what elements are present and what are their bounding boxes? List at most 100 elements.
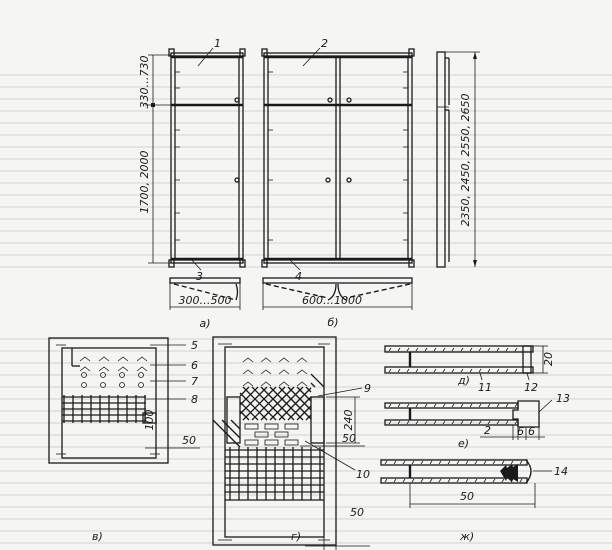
hatch-mark [442,347,446,352]
crosshatch-mark [305,414,312,421]
part-label-1: 1 [214,37,221,50]
hatch-mark [447,478,451,483]
spiral-mark [100,382,106,388]
hatch-mark [501,460,505,465]
part-label-13: 13 [556,392,570,405]
knob-icon [234,177,240,183]
brick-mark [264,439,279,446]
edge-section-zh: 14 50 ж) [380,459,568,543]
hatch-mark [424,403,428,408]
caption-v: в) [92,530,103,543]
caption-g: г) [291,530,301,543]
chevron-mark [260,357,272,363]
hatch-mark [487,368,491,373]
hatch-mark [424,420,428,425]
hatch-mark [469,347,473,352]
caption-e: е) [458,437,469,450]
hatch-mark [478,420,482,425]
crosshatch-mark [242,386,277,421]
crosshatch-mark [239,392,268,421]
part-label-4: 4 [295,270,302,283]
cabinet-single-front: 330…730 1700, 2000 1 3 [138,37,246,283]
dim-e-a: 6 [517,425,524,438]
chevron-mark [79,366,91,372]
brick-mark [284,439,299,446]
hatch-mark [451,347,455,352]
chevron-mark [136,366,148,372]
hatch-mark [505,420,509,425]
dim-lower-height: 1700, 2000 [138,151,151,214]
hatch-mark [388,368,392,373]
brick-mark [264,423,279,430]
hatch-mark [411,460,415,465]
caption-d: д) [457,374,470,387]
chevron-mark [117,366,129,372]
chevron-mark [117,356,129,362]
chevron-mark [136,356,148,362]
caption-zh: ж) [459,530,474,543]
hatch-mark [406,347,410,352]
edge-cap [525,459,532,484]
part-label-10: 10 [356,468,370,481]
chevron-mark [79,356,91,362]
hatch-mark [397,368,401,373]
hatch-mark [514,368,518,373]
hatch-mark [478,368,482,373]
hatch-mark [514,420,518,425]
hatch-mark [469,368,473,373]
hatch-mark [514,347,518,352]
chevron-mark [278,381,290,387]
caption-a: а) [199,317,210,330]
hatch-mark [429,478,433,483]
crosshatch-mark [287,396,312,421]
hatch-mark [384,460,388,465]
hatch-mark [478,403,482,408]
knob-icon [346,177,352,183]
hatch-mark [406,368,410,373]
spiral-mark [119,382,125,388]
part-label-8: 8 [191,393,198,406]
hatch-mark [442,368,446,373]
part-label-5: 5 [191,339,198,352]
chevron-mark [260,369,272,375]
chevron-mark [260,381,272,387]
plan-single-door-swing: 300…500 а) [169,277,241,330]
hatch-mark [442,420,446,425]
crosshatch-mark [287,386,312,411]
part-label-14: 14 [554,465,568,478]
hatch-mark [483,478,487,483]
chevron-mark [242,357,254,363]
hatch-mark [496,347,500,352]
hatch-mark [402,460,406,465]
hatch-mark [438,478,442,483]
hatch-mark [393,460,397,465]
hatch-mark [505,347,509,352]
knob-icon [346,97,352,103]
crosshatch-mark [310,382,316,388]
brick-mark [244,439,259,446]
chevron-mark [296,357,308,363]
crosshatch-mark [310,373,325,388]
hatch-mark [460,368,464,373]
crosshatch-mark [305,386,312,393]
hatch-mark [514,403,518,408]
hatch-mark [519,460,523,465]
hatch-mark [397,420,401,425]
spiral-mark [138,372,144,378]
hatch-mark [496,368,500,373]
spiral-mark [81,372,87,378]
caption-b: б) [327,316,338,329]
part-label-2: 2 [321,37,328,50]
chevron-mark [98,366,110,372]
hatch-mark [415,347,419,352]
hatch-mark [505,403,509,408]
hatch-mark [510,478,514,483]
hatch-mark [438,460,442,465]
crosshatch-mark [230,419,241,430]
hatch-mark [465,478,469,483]
spiral-mark [138,382,144,388]
part-label-9: 9 [364,382,371,395]
hatch-mark [478,347,482,352]
